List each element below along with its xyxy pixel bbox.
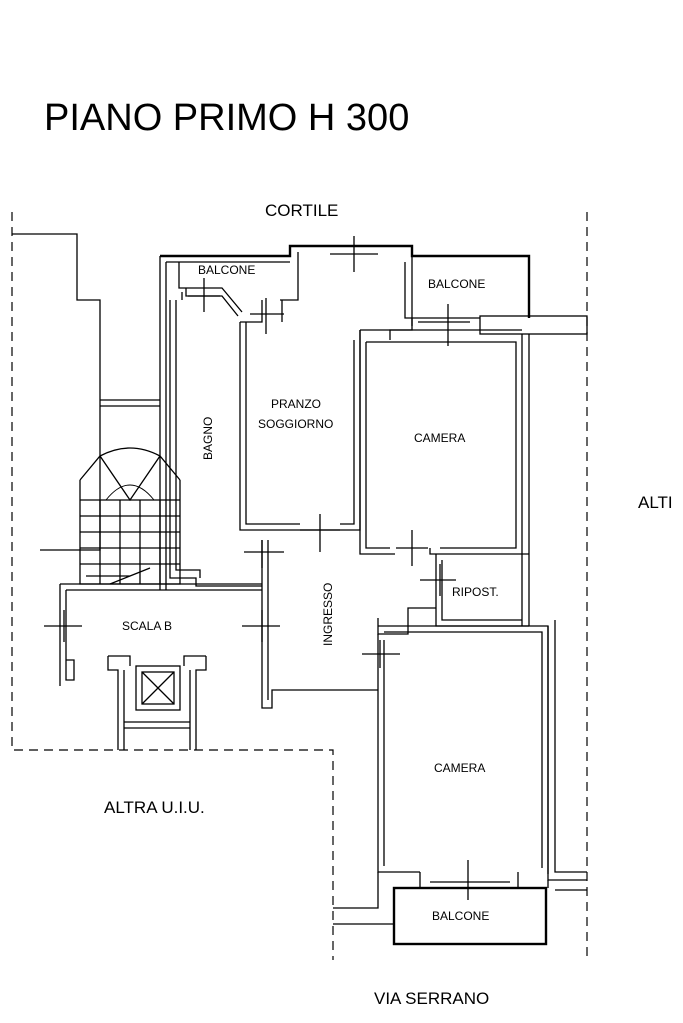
bedroom-bottom-label: CAMERA	[434, 761, 485, 775]
dining-living-label-line2: SOGGIORNO	[258, 417, 333, 431]
balcony-top-left-label: BALCONE	[198, 263, 255, 277]
other-unit-left-label: ALTRA U.I.U.	[104, 798, 205, 817]
stair-b	[59, 447, 262, 686]
street-label: VIA SERRANO	[374, 989, 489, 1008]
bathroom-label: BAGNO	[201, 417, 215, 460]
other-unit-right-label: ALTI	[638, 493, 673, 512]
balcony-top-right-label: BALCONE	[428, 277, 485, 291]
balcony-bottom-label: BALCONE	[432, 909, 489, 923]
bedroom-top-label: CAMERA	[414, 431, 465, 445]
entrance-label: INGRESSO	[321, 583, 335, 646]
adjacent-building-outline	[12, 233, 160, 551]
dining-living-label-line1: PRANZO	[271, 397, 321, 411]
apartment-walls	[159, 244, 588, 881]
property-boundary	[11, 212, 588, 960]
bottom-balcony	[333, 872, 587, 946]
lift-shaft	[107, 655, 207, 750]
courtyard-label: CORTILE	[265, 201, 338, 220]
opening-marks	[44, 236, 510, 900]
plan-title: PIANO PRIMO H 300	[44, 97, 409, 139]
storage-label: RIPOST.	[452, 585, 499, 599]
stair-label: SCALA B	[122, 619, 172, 633]
interior-walls	[169, 292, 549, 874]
